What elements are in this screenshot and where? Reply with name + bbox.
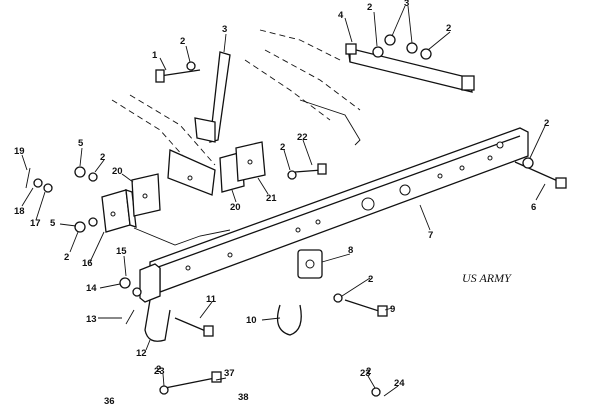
callout-label: 19 [14,146,25,157]
frame-rail-phantom [111,29,361,176]
callout-label: 2 [64,252,69,263]
crossmember [139,127,529,303]
callout-label: 2 [367,2,372,13]
callout-label: 2 [366,366,371,377]
callout-label: 9 [390,304,395,315]
callout-label: 22 [297,132,308,143]
callout-label: 2 [446,23,451,34]
callout-label: 23 [154,366,165,377]
callout-label: 2 [180,36,185,47]
leader-lines [21,5,546,397]
callout-label: 18 [14,206,25,217]
callout-label: 1 [152,50,158,61]
callout-label: 15 [116,246,127,257]
callout-label: 4 [338,10,344,21]
rear-support-bar [345,43,475,93]
callout-label: 3 [222,24,227,35]
callout-label: 3 [404,0,409,9]
callout-label: 14 [86,283,97,294]
callout-label: 13 [86,314,97,325]
callout-label: 24 [394,378,405,389]
callout-labels: 1 2 2 2 2 2 2 2 2 2 2 3 3 4 5 5 6 7 8 9 … [14,0,549,404]
callout-label: 16 [82,258,93,269]
callout-label: 8 [348,245,353,256]
frame-side-member [167,149,216,196]
callout-label: 21 [266,193,277,204]
fasteners [25,34,567,397]
callout-label: 10 [246,315,257,326]
callout-label: 17 [30,218,41,229]
callout-label: 23 [360,368,371,379]
mounting-plates [101,141,266,246]
callout-label: 2 [368,274,373,285]
callout-label: 2 [156,364,161,375]
callout-label: 7 [428,230,433,241]
callout-label: 2 [544,118,549,129]
callout-label: 36 [104,396,115,404]
callout-label: 5 [50,218,56,229]
callout-label: 38 [238,392,249,403]
callout-label: 6 [531,202,536,213]
callout-label: 2 [280,142,285,153]
shackle-assembly [144,249,323,342]
watermark-text: US ARMY [462,271,512,285]
vertical-bracket [194,51,231,143]
callout-label: 12 [136,348,147,359]
callout-label: 2 [100,152,105,163]
callout-label: 11 [206,294,217,305]
callout-label: 37 [224,368,235,379]
callout-label: 5 [78,138,84,149]
callout-label: 20 [230,202,241,213]
callout-label: 20 [112,166,123,177]
